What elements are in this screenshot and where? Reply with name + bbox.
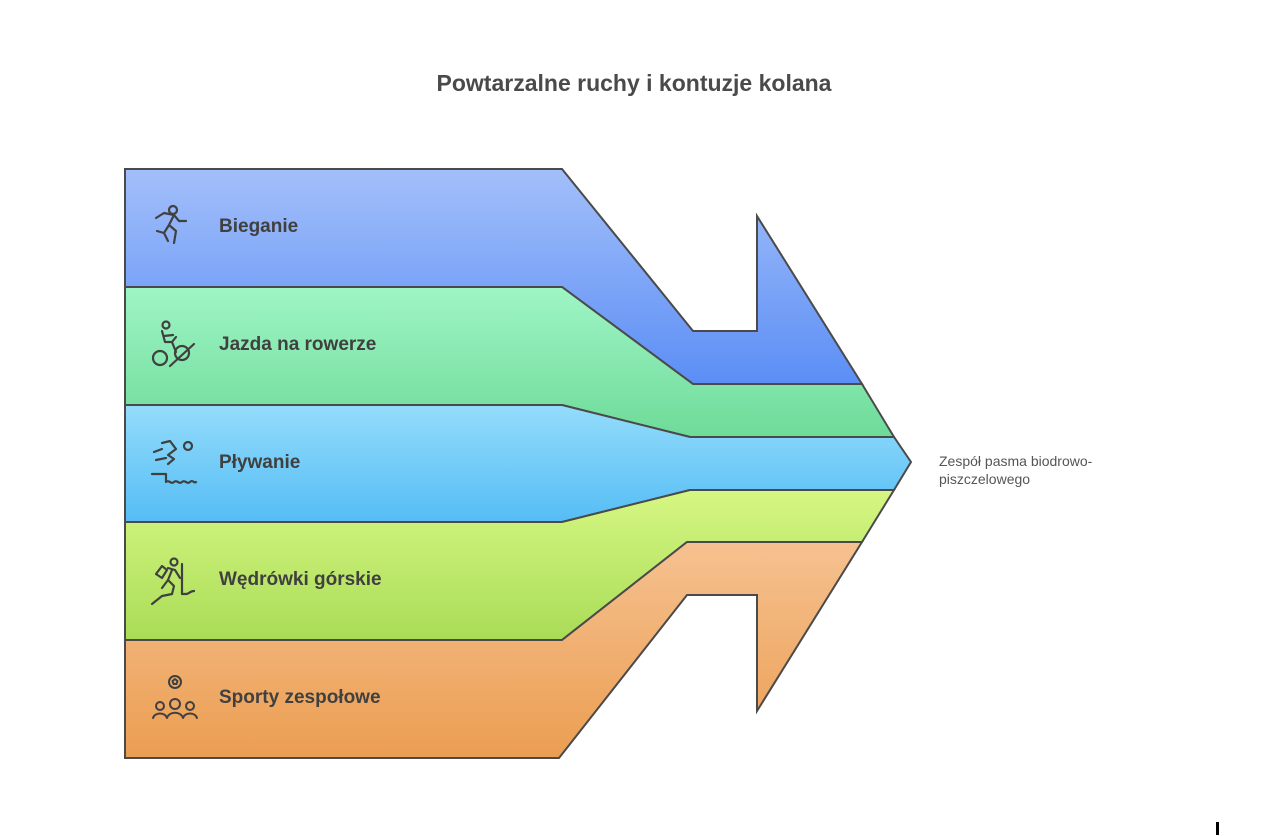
- swimmer-diving-icon: [150, 439, 198, 484]
- diagram-title: Powtarzalne ruchy i kontuzje kolana: [436, 70, 832, 96]
- hiker-icon: [150, 557, 196, 606]
- outcome-line-2: piszczelowego: [939, 471, 1031, 487]
- running-person-icon: [154, 204, 188, 245]
- team-sports-icon: [152, 675, 198, 719]
- band-shape-team-sports: [124, 541, 864, 759]
- text-cursor: [1216, 822, 1219, 835]
- band-label-cycling: Jazda na rowerze: [219, 334, 377, 355]
- band-label-running: Bieganie: [219, 216, 299, 237]
- outcome-line-1: Zespół pasma biodrowo-: [939, 453, 1093, 469]
- band-label-swimming: Pływanie: [219, 452, 301, 473]
- band-label-hiking: Wędrówki górskie: [219, 569, 382, 590]
- cyclist-icon: [151, 320, 196, 368]
- outcome-label: Zespół pasma biodrowo- piszczelowego: [939, 452, 1139, 488]
- band-label-team-sports: Sporty zespołowe: [219, 687, 381, 708]
